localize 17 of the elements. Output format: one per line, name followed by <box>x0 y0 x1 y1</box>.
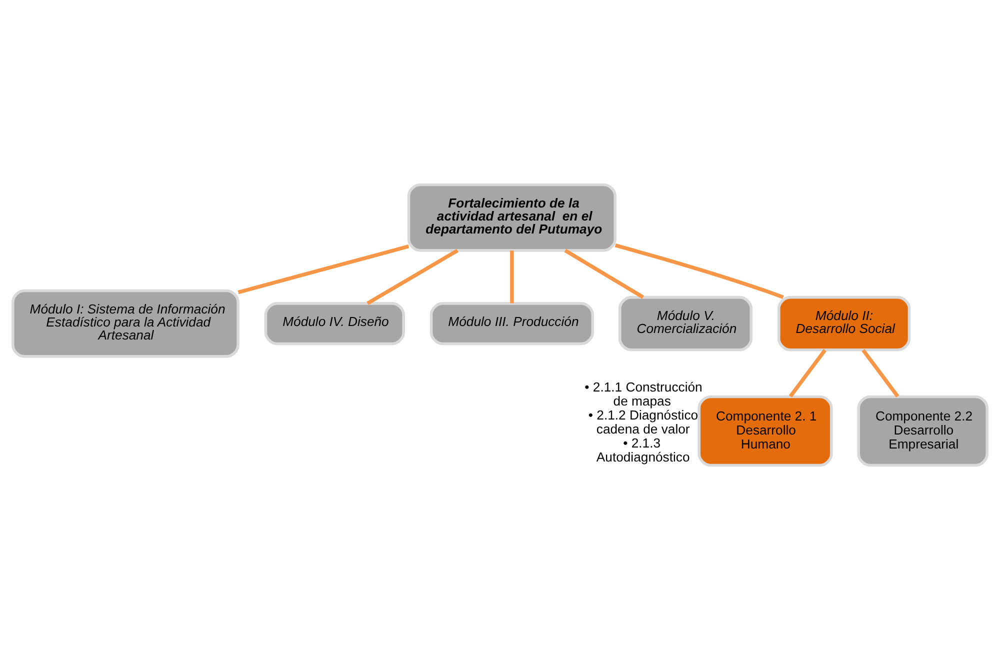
node-box: Módulo I: Sistema de Información Estadístico para la Actividad Artesanal <box>11 288 240 358</box>
node-box: Fortalecimiento de la actividad artesanal en el departamento del Putumayo <box>407 182 617 252</box>
connector <box>238 244 410 294</box>
node-box: Componente 2.2 Desarrollo Empresarial <box>857 394 989 466</box>
connector <box>614 243 784 299</box>
connector <box>564 248 644 298</box>
node-box: Componente 2. 1 Desarrollo Humano <box>698 394 833 466</box>
connector <box>510 250 514 303</box>
connector <box>862 348 900 397</box>
connector <box>366 248 458 304</box>
node-box: Módulo II: Desarrollo Social <box>777 295 911 351</box>
node-box: Módulo III. Producción <box>430 302 594 345</box>
node-label: • 2.1.3 Autodiagnóstico <box>596 435 690 464</box>
node-box: Módulo V. Comercialización <box>618 295 753 351</box>
node-label: • 2.1.2 Diagnóstico cadena de valor <box>588 406 698 436</box>
connector <box>788 348 826 397</box>
node-box: Módulo IV. Diseño <box>264 302 406 345</box>
